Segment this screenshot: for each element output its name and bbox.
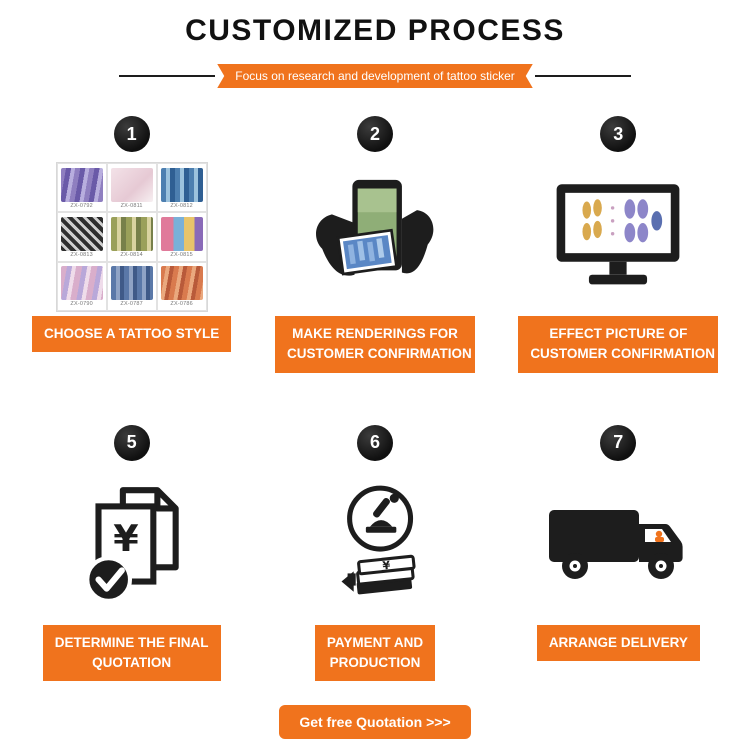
step-label-line: CHOOSE A TATTOO STYLE	[44, 326, 220, 341]
nail-sticker-photo	[110, 266, 153, 301]
product-thumb-cell: ZX-0811	[106, 163, 157, 213]
step-label: MAKE RENDERINGS FOR CUSTOMER CONFIRMATIO…	[274, 316, 475, 373]
svg-text:¥: ¥	[113, 517, 138, 560]
subtitle-row: Focus on research and development of tat…	[0, 64, 750, 88]
step-number-badge: 7	[600, 424, 637, 461]
step-7-icon-area	[543, 467, 693, 625]
step-2-icon-area	[305, 158, 445, 316]
step-label-line: ARRANGE DELIVERY	[548, 634, 688, 650]
cta-row: Get free Quotation >>>	[0, 705, 750, 739]
divider-line-left	[119, 75, 216, 77]
step-label: EFFECT PICTURE OF CUSTOMER CONFIRMATION	[518, 316, 719, 373]
step-6-icon-area: ¥	[309, 467, 441, 625]
product-code: ZX-0811	[120, 202, 143, 209]
step-label: PAYMENT AND PRODUCTION	[314, 624, 436, 681]
process-steps-grid: 1 ZX-0792 ZX-0811 ZX-0812 ZX-0813 ZX-081…	[15, 116, 735, 681]
tablet-in-hands-icon	[316, 179, 434, 276]
product-code: ZX-0815	[170, 251, 193, 258]
step-1: 1 ZX-0792 ZX-0811 ZX-0812 ZX-0813 ZX-081…	[15, 116, 248, 373]
nail-sticker-photo	[160, 266, 203, 301]
step-7: 7 ARRANGE DELIVERY	[502, 424, 735, 682]
step-label-line: CUSTOMER CONFIRMATION	[530, 346, 716, 362]
product-code: ZX-0812	[170, 202, 193, 209]
product-code: ZX-0787	[120, 301, 143, 308]
product-thumb-cell: ZX-0792	[56, 163, 107, 213]
step-5-icon-area: ¥	[66, 467, 198, 625]
nail-sticker-photo	[160, 167, 203, 202]
step-number-badge: 6	[356, 424, 393, 461]
svg-text:¥: ¥	[382, 558, 391, 572]
desktop-monitor-icon	[556, 184, 680, 285]
step-3: 3	[502, 116, 735, 373]
product-thumb-cell: ZX-0787	[106, 261, 157, 311]
page-title: CUSTOMIZED PROCESS	[185, 14, 565, 47]
product-code: ZX-0814	[120, 251, 143, 258]
step-number-badge: 3	[600, 116, 637, 152]
step-number-badge: 2	[356, 116, 393, 152]
product-code: ZX-0790	[70, 301, 93, 308]
step-3-icon-area	[548, 158, 688, 316]
step-label-line: EFFECT PICTURE OF	[549, 326, 688, 341]
step-6: 6 ¥	[258, 424, 491, 681]
step-label: CHOOSE A TATTOO STYLE	[32, 316, 232, 353]
tattoo-style-grid: ZX-0792 ZX-0811 ZX-0812 ZX-0813 ZX-0814 …	[55, 162, 208, 312]
step-label-line: MAKE RENDERINGS FOR	[292, 326, 458, 341]
subtitle-ribbon: Focus on research and development of tat…	[217, 64, 533, 88]
step-5: 5 ¥ DETERMINE THE FINAL QUOTATION	[15, 424, 248, 681]
product-code: ZX-0813	[70, 251, 93, 258]
stamp-and-money-icon: ¥	[341, 485, 416, 594]
product-thumb-cell: ZX-0812	[156, 163, 207, 213]
nail-sticker-photo	[110, 216, 153, 251]
step-2: 2	[258, 116, 491, 373]
product-thumb-cell: ZX-0815	[156, 212, 207, 262]
product-thumb-cell: ZX-0790	[56, 261, 107, 311]
step-1-icon-area: ZX-0792 ZX-0811 ZX-0812 ZX-0813 ZX-0814 …	[55, 158, 208, 316]
nail-sticker-photo	[160, 216, 203, 251]
nail-sticker-photo	[60, 167, 103, 202]
product-thumb-cell: ZX-0814	[106, 212, 157, 262]
step-label-line: CUSTOMER CONFIRMATION	[286, 346, 472, 362]
product-thumb-cell: ZX-0786	[156, 261, 207, 311]
delivery-truck-icon	[549, 509, 683, 579]
nail-sticker-photo	[60, 216, 103, 251]
step-label-line: QUOTATION	[92, 654, 172, 670]
product-code: ZX-0786	[170, 301, 193, 308]
product-code: ZX-0792	[70, 202, 93, 209]
product-thumb-cell: ZX-0813	[56, 212, 107, 262]
get-quotation-button[interactable]: Get free Quotation >>>	[279, 705, 471, 739]
step-label: DETERMINE THE FINAL QUOTATION	[42, 624, 221, 681]
step-label-line: PRODUCTION	[329, 654, 421, 670]
step-number-badge: 1	[113, 116, 150, 152]
nail-sticker-photo	[60, 266, 103, 301]
quotation-documents-icon: ¥	[84, 486, 179, 603]
step-number-badge: 5	[113, 424, 150, 461]
step-label-line: DETERMINE THE FINAL	[54, 634, 209, 650]
divider-line-right	[534, 75, 631, 77]
nail-sticker-photo	[110, 167, 153, 202]
step-label-line: PAYMENT AND	[326, 634, 424, 650]
step-label: ARRANGE DELIVERY	[536, 624, 700, 661]
